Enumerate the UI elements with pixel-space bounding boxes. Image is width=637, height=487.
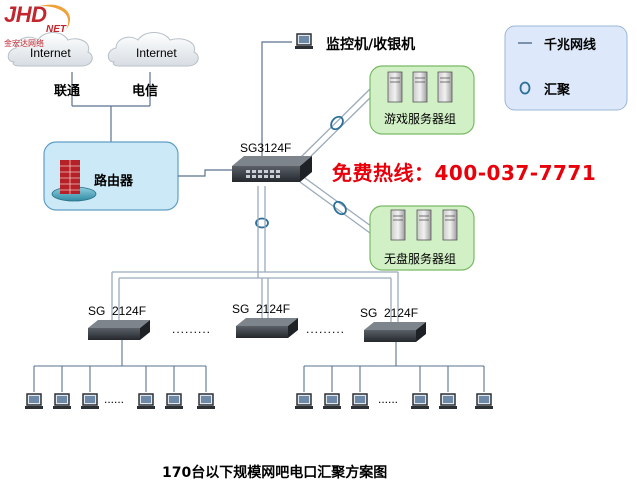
logo-sub: NET [46, 24, 66, 35]
logo: JHD [4, 2, 47, 28]
cloud-icon [107, 32, 199, 67]
pc-icon [351, 393, 369, 409]
monitor-computer-icon [295, 33, 313, 49]
logo-company: 金宏达网络 [4, 39, 44, 48]
aggregation-loop-icon [255, 115, 347, 229]
pc-icon [439, 393, 457, 409]
pc-icon-group-left [25, 393, 215, 409]
server-icon [387, 71, 453, 103]
monitor-label: 监控机/收银机 [326, 37, 416, 53]
legend-aggregation-label: 汇聚 [544, 83, 571, 98]
pc-icon [25, 393, 43, 409]
cloud-label-telecom: Internet [136, 46, 177, 60]
legend-loop-icon [519, 81, 531, 95]
server-icon [390, 209, 458, 241]
hotline-text: 免费热线：400-037-7771 [332, 161, 597, 185]
logo-main: JHD [4, 2, 47, 27]
core-switch-icon [232, 156, 312, 182]
pc-icon [295, 393, 313, 409]
legend-box [504, 25, 628, 111]
pc-ellipsis: ...... [378, 392, 399, 406]
access-switch-label: SG 2124F [360, 306, 419, 320]
switch-ellipsis: ......... [172, 322, 212, 336]
access-switch-icon [236, 318, 298, 338]
diskless-server-group-label: 无盘服务器组 [384, 252, 457, 266]
pc-icon [475, 393, 493, 409]
switch-ellipsis: ......... [306, 322, 346, 336]
access-switch-icon [88, 320, 150, 340]
router-icon [51, 160, 97, 202]
pc-icon [137, 393, 155, 409]
game-server-group-label: 游戏服务器组 [384, 112, 457, 126]
pc-icon [165, 393, 183, 409]
pc-icon-group-right [295, 393, 493, 409]
cloud-label-unicom: Internet [30, 46, 71, 60]
legend-gigabit-label: 千兆网线 [544, 38, 597, 53]
access-switch-label: SG 2124F [88, 304, 147, 318]
cloud-icon [7, 32, 93, 67]
access-switch-label: SG 2124F [232, 302, 291, 316]
diagram-caption: 170台以下规模网吧电口汇聚方案图 [162, 465, 388, 481]
pc-icon [411, 393, 429, 409]
router-label: 路由器 [94, 174, 134, 189]
isp-label-unicom: 联通 [54, 84, 81, 99]
logo-swoosh-icon [40, 4, 71, 31]
pc-icon [323, 393, 341, 409]
pc-icon [81, 393, 99, 409]
pc-ellipsis: ...... [104, 392, 125, 406]
pc-icon [197, 393, 215, 409]
pc-icon [53, 393, 71, 409]
core-switch-label: SG3124F [240, 141, 292, 155]
access-switch-icon [364, 322, 426, 342]
isp-label-telecom: 电信 [132, 84, 159, 99]
